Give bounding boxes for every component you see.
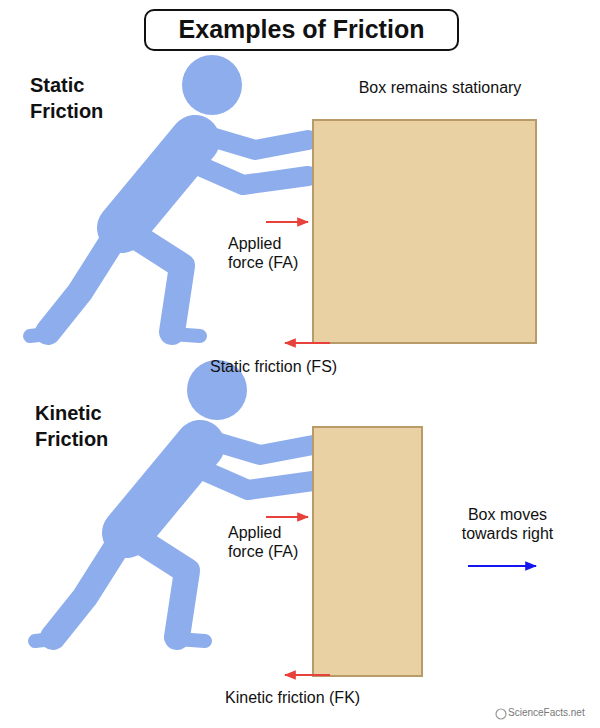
force-label: Applied force (FA) bbox=[228, 234, 312, 272]
section-heading: Static Friction bbox=[30, 72, 130, 124]
note-label: Box moves towards right bbox=[440, 505, 575, 543]
friction-arrow bbox=[285, 342, 330, 344]
person-figure bbox=[35, 360, 313, 641]
friction-arrow bbox=[285, 674, 330, 676]
section-heading: Kinetic Friction bbox=[35, 400, 135, 452]
force-label: Kinetic friction (FK) bbox=[225, 688, 425, 707]
person-figure bbox=[30, 55, 308, 336]
crate-box bbox=[313, 427, 422, 676]
force-label: Static friction (FS) bbox=[210, 357, 410, 376]
title: Examples of Friction bbox=[145, 14, 458, 44]
crate-box bbox=[313, 120, 536, 343]
force-arrow bbox=[266, 516, 308, 518]
title-frame bbox=[145, 10, 458, 50]
logo-icon bbox=[496, 709, 506, 719]
note-label: Box remains stationary bbox=[310, 78, 570, 97]
force-label: Applied force (FA) bbox=[228, 523, 312, 561]
motion-arrow bbox=[468, 565, 536, 567]
force-arrow bbox=[266, 221, 308, 223]
watermark: ScienceFacts.net bbox=[508, 707, 596, 719]
